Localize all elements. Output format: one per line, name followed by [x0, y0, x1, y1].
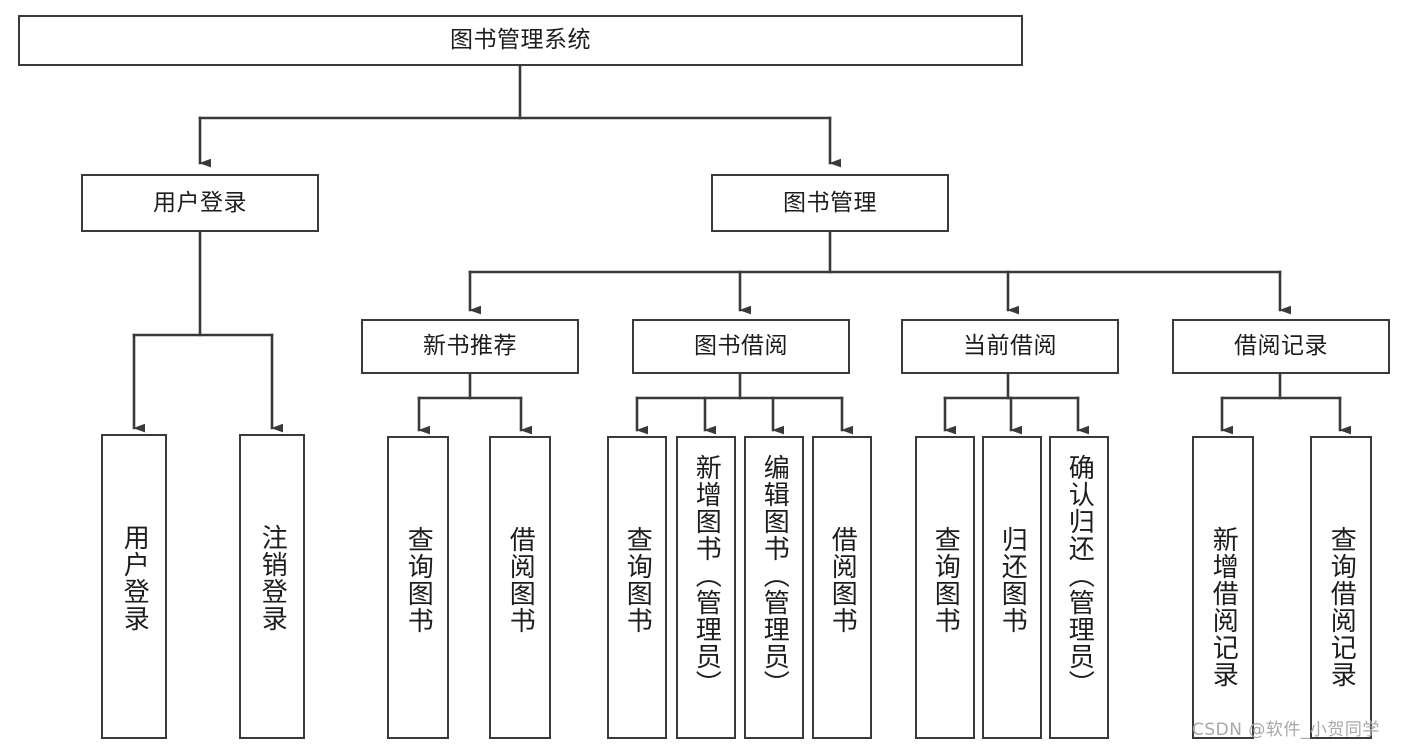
- node-new-book-recommend[interactable]: 新书推荐: [361, 319, 579, 374]
- node-leaf-return-book[interactable]: 归还图书: [982, 436, 1042, 739]
- node-leaf-borrow-book-2-label: 借阅图书: [827, 526, 858, 634]
- node-new-book-recommend-label: 新书推荐: [423, 333, 517, 360]
- node-leaf-query-book-3[interactable]: 查询图书: [915, 436, 975, 739]
- node-leaf-add-book-label: 新增图书（管理员）: [691, 454, 722, 697]
- node-book-borrow[interactable]: 图书借阅: [632, 319, 850, 374]
- node-leaf-edit-book[interactable]: 编辑图书（管理员）: [744, 436, 804, 739]
- node-root-label: 图书管理系统: [450, 27, 591, 54]
- node-current-borrow-label: 当前借阅: [963, 333, 1057, 360]
- node-user-login[interactable]: 用户登录: [81, 174, 319, 232]
- node-leaf-query-record[interactable]: 查询借阅记录: [1310, 436, 1372, 739]
- node-leaf-user-logout[interactable]: 注销登录: [239, 434, 305, 739]
- node-root[interactable]: 图书管理系统: [18, 15, 1023, 66]
- node-leaf-query-book-3-label: 查询图书: [930, 526, 961, 634]
- node-user-login-label: 用户登录: [153, 189, 247, 216]
- node-leaf-query-book-2[interactable]: 查询图书: [607, 436, 667, 739]
- node-book-manage-label: 图书管理: [783, 189, 877, 216]
- node-leaf-borrow-book-1-label: 借阅图书: [505, 526, 536, 634]
- node-borrow-record[interactable]: 借阅记录: [1172, 319, 1390, 374]
- node-leaf-edit-book-label: 编辑图书（管理员）: [759, 454, 790, 697]
- node-leaf-confirm-return[interactable]: 确认归还（管理员）: [1049, 436, 1109, 739]
- node-book-manage[interactable]: 图书管理: [711, 174, 949, 232]
- node-leaf-query-book-1[interactable]: 查询图书: [387, 436, 449, 739]
- node-current-borrow[interactable]: 当前借阅: [901, 319, 1119, 374]
- node-leaf-user-login[interactable]: 用户登录: [101, 434, 167, 739]
- node-book-borrow-label: 图书借阅: [694, 333, 788, 360]
- node-leaf-add-record-label: 新增借阅记录: [1208, 526, 1239, 688]
- node-borrow-record-label: 借阅记录: [1234, 333, 1328, 360]
- node-leaf-borrow-book-2[interactable]: 借阅图书: [812, 436, 872, 739]
- node-leaf-query-book-1-label: 查询图书: [403, 526, 434, 634]
- node-leaf-query-book-2-label: 查询图书: [622, 526, 653, 634]
- csdn-watermark: CSDN @软件_小贺同学: [1192, 720, 1380, 740]
- node-leaf-user-logout-label: 注销登录: [257, 524, 288, 632]
- node-leaf-confirm-return-label: 确认归还（管理员）: [1064, 454, 1095, 697]
- node-leaf-return-book-label: 归还图书: [997, 526, 1028, 634]
- node-leaf-add-record[interactable]: 新增借阅记录: [1192, 436, 1254, 739]
- node-leaf-borrow-book-1[interactable]: 借阅图书: [489, 436, 551, 739]
- node-leaf-query-record-label: 查询借阅记录: [1326, 526, 1357, 688]
- node-leaf-user-login-label: 用户登录: [119, 524, 150, 632]
- node-leaf-add-book[interactable]: 新增图书（管理员）: [676, 436, 736, 739]
